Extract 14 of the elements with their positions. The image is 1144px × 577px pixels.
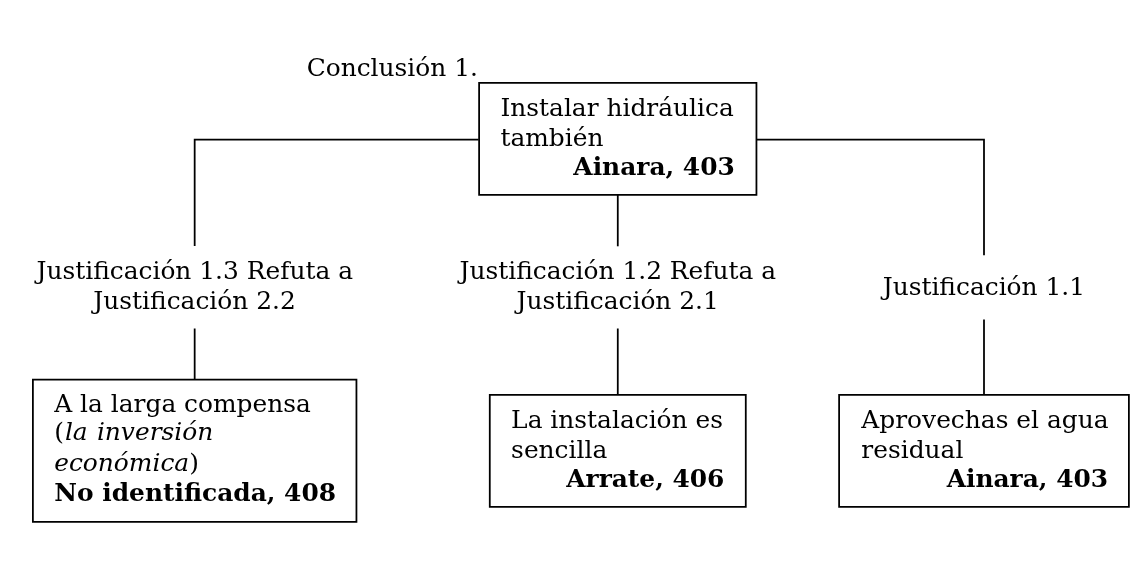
node-box: Aprovechas el agua residual Ainara, 403 xyxy=(838,393,1130,508)
connector xyxy=(616,193,619,247)
connector xyxy=(983,318,985,396)
connector xyxy=(616,327,619,396)
connector xyxy=(755,138,985,256)
node-box: La instalación es sencilla Arrate, 406 xyxy=(488,393,747,508)
node-text: Justificación 1.2 Refuta a Justificación 2.1 xyxy=(459,255,777,315)
node-text: Justificación 1.1 xyxy=(882,271,1086,301)
node-box: A la larga compensa (la inversión económica) No identificada, 408 xyxy=(32,378,358,523)
node-text: Justificación 1.3 Refuta a Justificación 2.2 xyxy=(36,255,354,315)
connector xyxy=(193,327,196,380)
node-label: Conclusión 1. xyxy=(306,52,478,82)
connector xyxy=(193,138,480,247)
node-box: Instalar hidráulica también Ainara, 403 xyxy=(478,81,758,196)
